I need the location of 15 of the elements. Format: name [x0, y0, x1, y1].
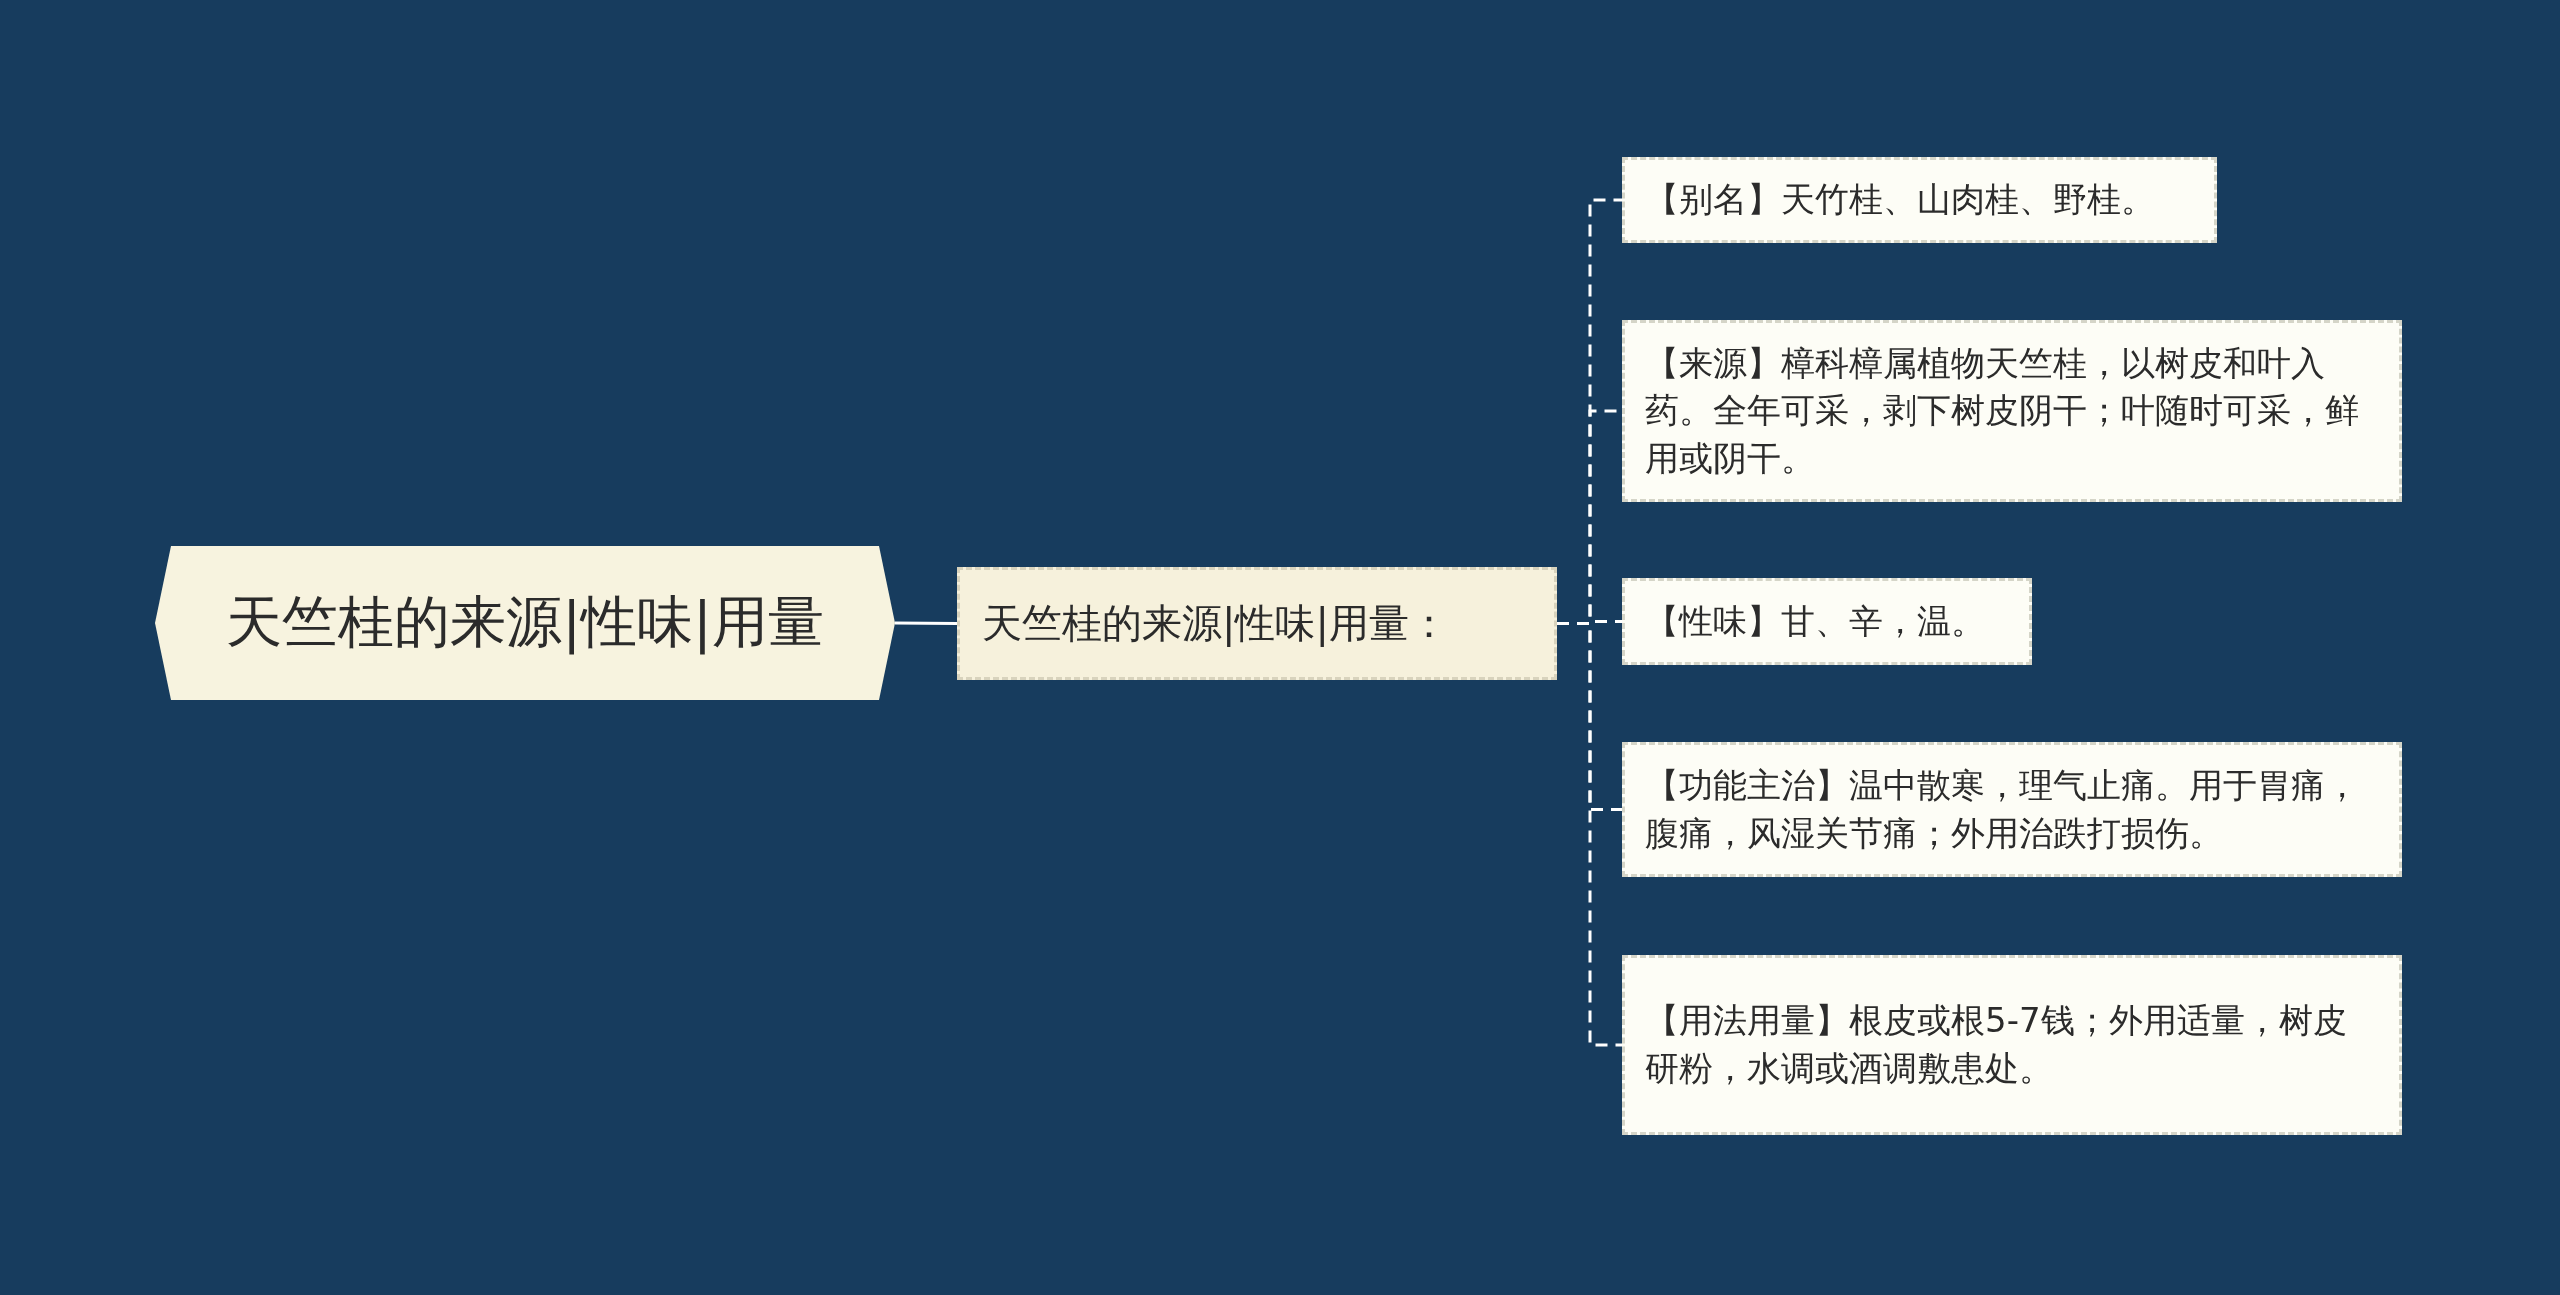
- connector-line: [1557, 622, 1622, 1047]
- node-text: 天竺桂的来源|性味|用量：: [982, 599, 1449, 649]
- detail-box: [1622, 578, 2032, 665]
- node-text: 天竺桂的来源|性味|用量: [226, 588, 824, 657]
- node-text: 【别名】天竹桂、山肉桂、野桂。: [1645, 178, 2155, 222]
- detail-box: [1622, 742, 2402, 877]
- node-text: 【功能主治】温中散寒，理气止痛。用于胃痛，腹痛，风湿关节痛；外用治跌打损伤。: [1645, 763, 2360, 855]
- detail-box: [1622, 955, 2402, 1135]
- subtopic-box: [957, 567, 1557, 680]
- detail-box: [1622, 320, 2402, 502]
- node-text: 【性味】甘、辛，温。: [1645, 599, 1985, 643]
- connector-line: [895, 621, 957, 625]
- node-text: 【来源】樟科樟属植物天竺桂，以树皮和叶入药。全年可采，剥下树皮阴干；叶随时可采，鲜用或阴干。: [1645, 341, 2360, 480]
- node-text: 【用法用量】根皮或根5-7钱；外用适量，树皮研粉，水调或酒调敷患处。: [1645, 999, 2348, 1090]
- detail-box: [1622, 157, 2217, 243]
